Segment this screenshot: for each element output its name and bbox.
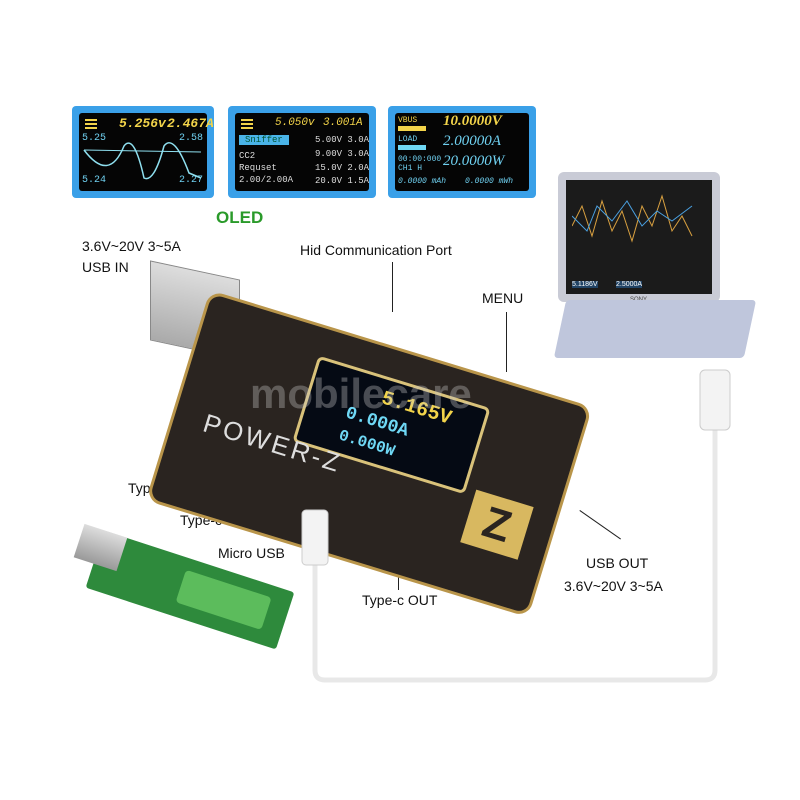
oled-panel-meter: VBUS LOAD 00:00:000 CH1 H 10.0000V 2.000… — [388, 106, 536, 198]
vbus-bar — [398, 126, 426, 131]
y-top: 5.25 — [82, 133, 107, 144]
laptop-graph — [572, 194, 693, 243]
usb-out-spec: 3.6V~20V 3~5A — [564, 578, 663, 594]
laptop-screen: 5.1186V 2.5000A — [566, 180, 712, 294]
voltage-readout: 10.0000V — [443, 113, 502, 129]
channel: CH1 H — [398, 164, 423, 173]
row-left: Requset — [239, 163, 277, 173]
current-readout: 2.00000A — [443, 133, 501, 149]
waveform-graph — [83, 142, 202, 180]
mah-readout: 0.0000 mAh — [398, 177, 447, 186]
voltage: 5.256v — [119, 116, 166, 131]
row-left: CC2 — [239, 151, 256, 161]
oled-panel-graph: 5.256v 2.467A 5.25 5.24 2.58 2.27 — [72, 106, 214, 198]
voltage: 5.050v — [275, 117, 315, 129]
power-readout: 20.0000W — [443, 153, 505, 169]
usb-in-label: USB IN — [82, 259, 129, 275]
timer: 00:00:000 — [398, 155, 442, 164]
usb-out-label: USB OUT — [586, 555, 649, 571]
mode-badge: Sniffer — [239, 135, 289, 145]
row-right: 9.00V 3.0A — [315, 149, 370, 159]
leader-line — [506, 312, 507, 372]
menu-icon — [85, 119, 97, 130]
mwh-readout: 0.0000 mWh — [465, 177, 514, 186]
laptop-lid: 5.1186V 2.5000A SONY — [558, 172, 720, 303]
watermark: mobilecare — [250, 370, 472, 417]
current: 3.001A — [323, 117, 363, 129]
row-left: 2.00/2.00A — [239, 175, 294, 185]
micro-usb-label: Micro USB — [218, 545, 285, 561]
current: 2.467A — [167, 116, 214, 131]
a-bottom: 2.27 — [178, 175, 203, 186]
a-top: 2.58 — [178, 133, 203, 144]
leader-line — [392, 262, 393, 312]
vbus-label: VBUS — [398, 116, 418, 125]
oled-panel-sniffer: 5.050v 3.001A Sniffer CC2 Requset 2.00/2… — [228, 106, 376, 198]
menu-label: MENU — [482, 290, 524, 306]
y-bottom: 5.24 — [82, 175, 107, 186]
type-c-out-label: Type-c OUT — [362, 592, 438, 608]
menu-icon — [241, 119, 253, 130]
row-right: 20.0V 1.5A — [315, 176, 370, 186]
load-label: LOAD — [398, 135, 418, 144]
oled-label: OLED — [216, 208, 264, 227]
load-bar — [398, 145, 426, 150]
row-right: 15.0V 2.0A — [315, 163, 370, 173]
hid-port-label: Hid Communication Port — [300, 242, 452, 258]
row-right: 5.00V 3.0A — [315, 135, 370, 145]
usb-in-spec: 3.6V~20V 3~5A — [82, 238, 181, 254]
laptop-readout-v: 5.1186V — [572, 281, 598, 288]
laptop-readout-a: 2.5000A — [616, 281, 643, 288]
